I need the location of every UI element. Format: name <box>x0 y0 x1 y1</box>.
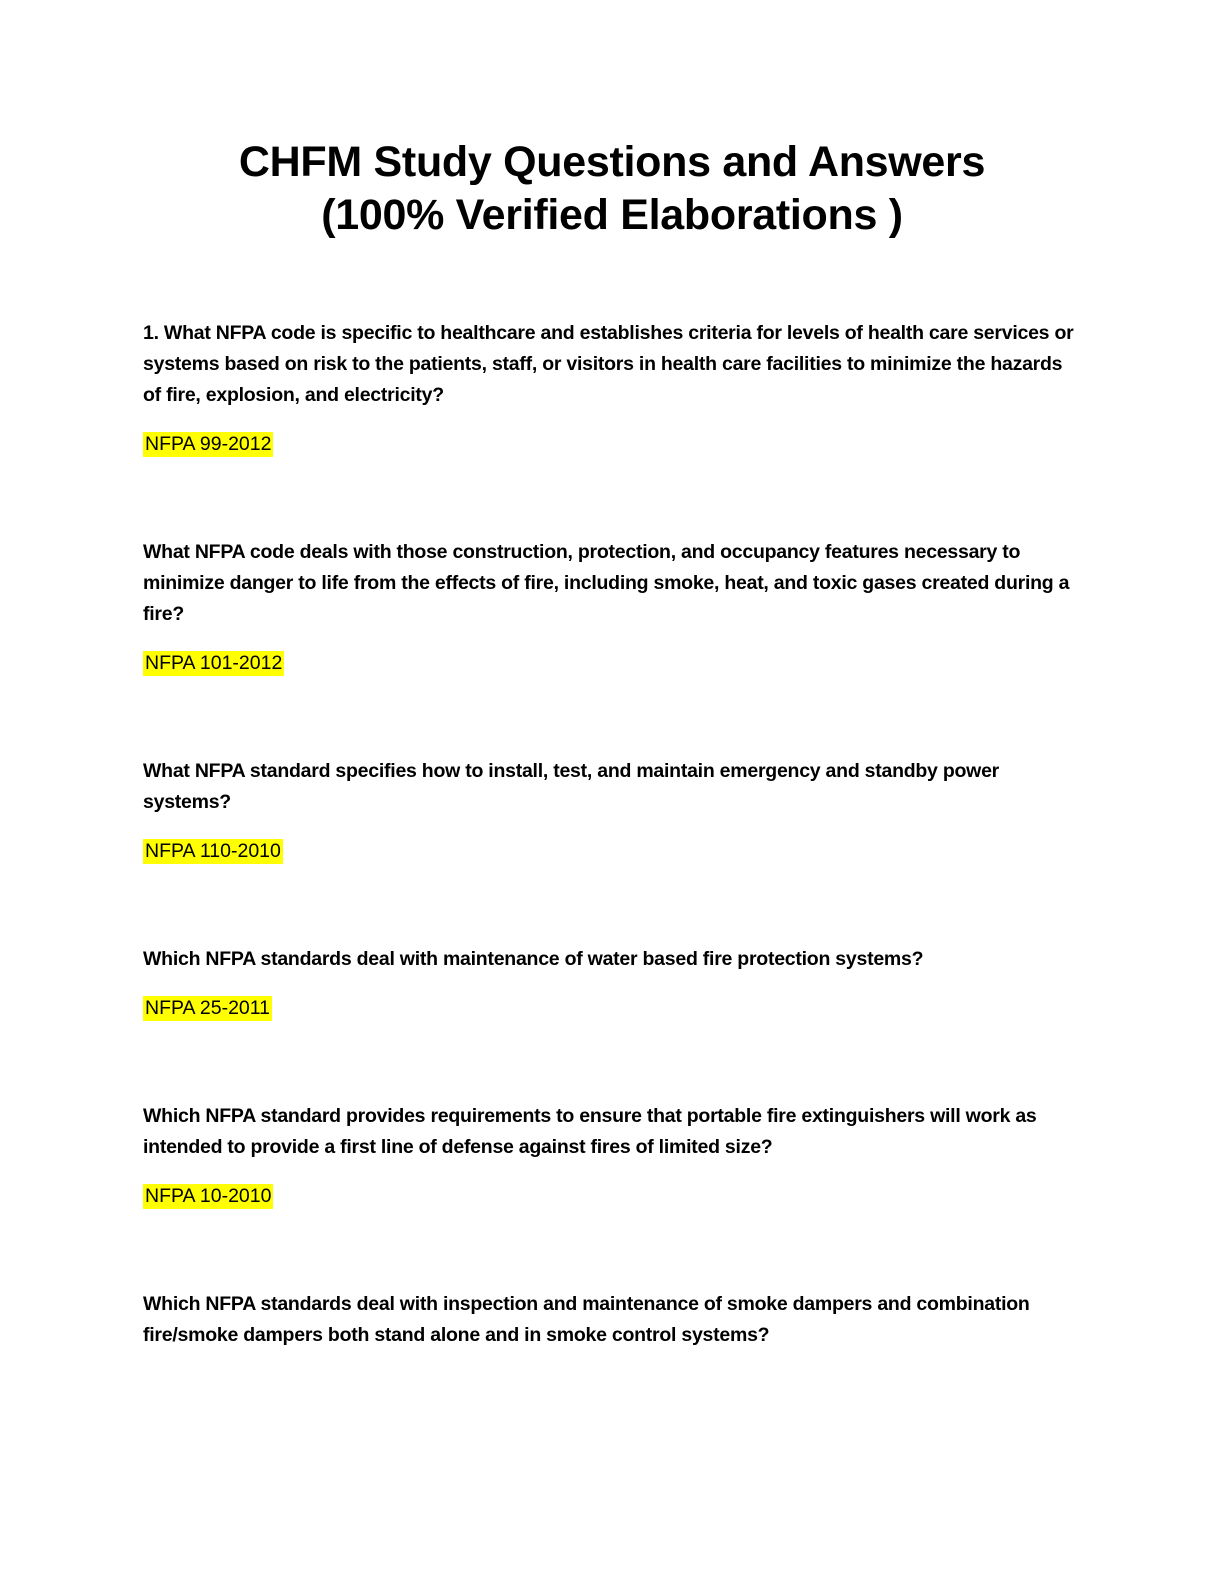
answer-row: NFPA 99-2012 <box>143 429 1079 459</box>
page-title: CHFM Study Questions and Answers (100% V… <box>143 136 1081 242</box>
qa-block: Which NFPA standards deal with maintenan… <box>143 944 1079 1023</box>
question-text: What NFPA standard specifies how to inst… <box>143 760 999 813</box>
page-title-line-2: (100% Verified Elaborations ) <box>321 191 903 239</box>
answer-highlight: NFPA 10-2010 <box>143 1184 274 1209</box>
question-text: Which NFPA standard provides requirement… <box>143 1105 1037 1158</box>
answer-row: NFPA 110-2010 <box>143 836 1079 866</box>
qa-block: Which NFPA standards deal with inspectio… <box>143 1289 1079 1351</box>
answer-row: NFPA 25-2011 <box>143 993 1079 1023</box>
question-text: Which NFPA standards deal with maintenan… <box>143 948 924 970</box>
answer-row: NFPA 101-2012 <box>143 648 1079 678</box>
qa-list: 1. What NFPA code is specific to healthc… <box>143 318 1079 1351</box>
answer-highlight: NFPA 25-2011 <box>143 996 273 1021</box>
question-text: What NFPA code deals with those construc… <box>143 541 1070 625</box>
page-title-line-1: CHFM Study Questions and Answers <box>238 138 986 186</box>
qa-block: What NFPA code deals with those construc… <box>143 537 1079 678</box>
qa-block: What NFPA standard specifies how to inst… <box>143 756 1079 866</box>
answer-row: NFPA 10-2010 <box>143 1181 1079 1211</box>
answer-highlight: NFPA 101-2012 <box>143 651 285 676</box>
question-text: Which NFPA standards deal with inspectio… <box>143 1293 1030 1346</box>
answer-highlight: NFPA 99-2012 <box>143 432 274 457</box>
answer-highlight: NFPA 110-2010 <box>143 839 283 864</box>
qa-block: 1. What NFPA code is specific to healthc… <box>143 318 1079 459</box>
qa-block: Which NFPA standard provides requirement… <box>143 1101 1079 1211</box>
question-text: 1. What NFPA code is specific to healthc… <box>143 322 1074 406</box>
